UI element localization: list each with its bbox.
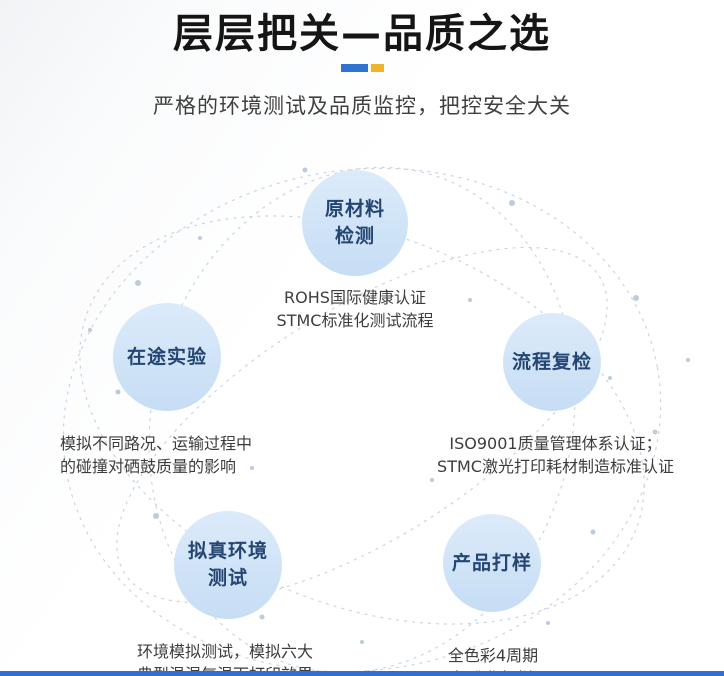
- section-header: 层层把关—品质之选 严格的环境测试及品质监控，把控安全大关: [0, 0, 724, 120]
- node-label: 流程复检: [511, 350, 592, 373]
- accent-bar-yellow: [370, 64, 384, 72]
- node-in-transit-experiment: 在途实验: [113, 303, 221, 411]
- node-description: 模拟不同路况、运输过程中 的碰撞对硒鼓质量的影响: [60, 434, 253, 477]
- node-circle: 流程复检: [503, 313, 601, 411]
- node-circle: 在途实验: [113, 303, 221, 411]
- node-label: 原材料 检测: [324, 198, 385, 247]
- node-circle: 产品打样: [443, 514, 541, 612]
- node-circle: 原材料 检测: [302, 170, 408, 276]
- page-subtitle: 严格的环境测试及品质监控，把控安全大关: [153, 94, 571, 118]
- node-description: ROHS国际健康认证 STMC标准化测试流程: [276, 288, 434, 331]
- node-circle: 拟真环境 测试: [174, 511, 282, 619]
- node-process-recheck: 流程复检: [503, 313, 601, 411]
- accent-bar-blue: [340, 64, 368, 72]
- node-description: 环境模拟测试，模拟六大 典型温湿气温下打印效果: [136, 642, 313, 676]
- next-section-edge: [0, 671, 724, 676]
- page-title: 层层把关—品质之选: [173, 11, 551, 57]
- node-label: 拟真环境 测试: [187, 540, 268, 589]
- node-raw-material-testing: 原材料 检测: [302, 170, 408, 276]
- node-description: ISO9001质量管理体系认证； STMC激光打印耗材制造标准认证: [437, 434, 674, 477]
- node-simulated-environment-testing: 拟真环境 测试: [174, 511, 282, 619]
- node-label: 产品打样: [451, 551, 532, 574]
- node-product-proofing: 产品打样: [443, 514, 541, 612]
- node-label: 在途实验: [126, 345, 207, 368]
- title-accent-bars: [339, 64, 385, 72]
